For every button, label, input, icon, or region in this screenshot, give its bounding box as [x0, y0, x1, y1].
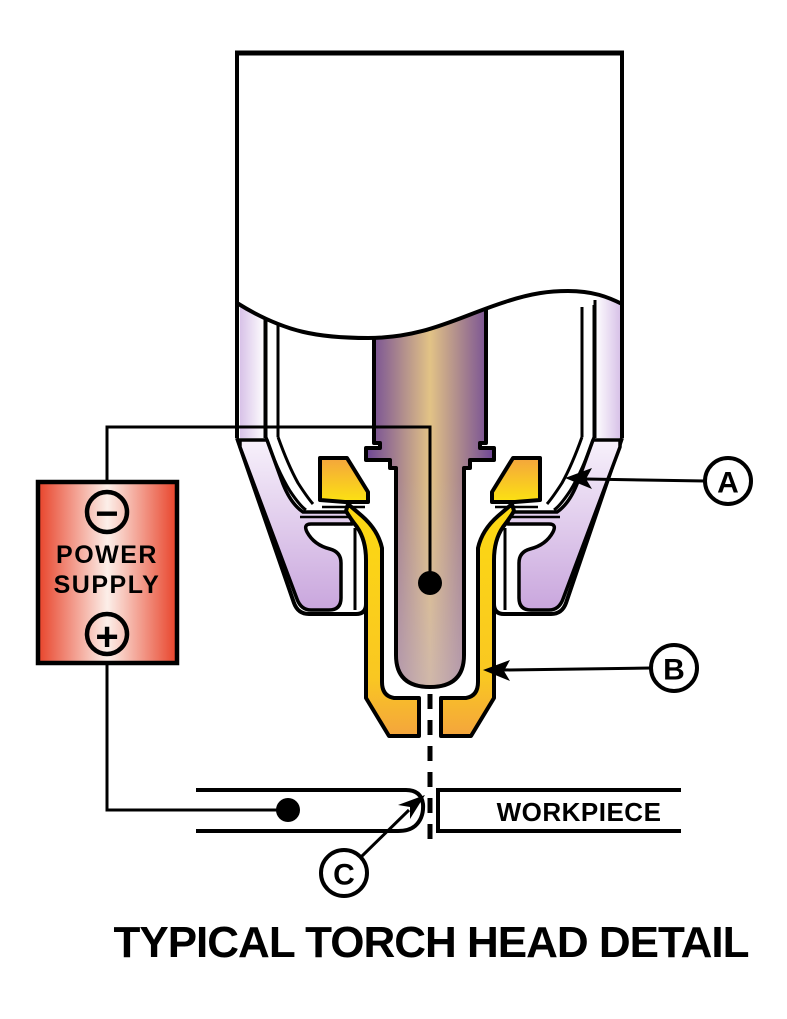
callout-a-label: A: [717, 467, 739, 500]
callout-c-circle: [319, 848, 369, 898]
retaining-cap: [238, 438, 622, 612]
callout-b-circle: [649, 643, 699, 693]
callout-c-leader-line: [359, 808, 411, 859]
wire-negative-to-electrode: [105, 425, 432, 575]
inner-shell-lines: [264, 436, 596, 610]
nozzle-flange-right: [490, 456, 542, 504]
power-supply-label-line2: SUPPLY: [54, 571, 161, 599]
nozzle-wall-right: [439, 502, 516, 738]
retaining-cap-right: [506, 438, 622, 612]
shield-strip-left: [240, 285, 265, 438]
workpiece-plate-left: [196, 788, 426, 833]
retaining-cap-lines: [264, 305, 596, 437]
callout-b-leader-line: [503, 666, 652, 672]
workpiece: WORKPIECE: [196, 788, 681, 833]
positive-terminal-icon: [84, 611, 130, 657]
callout-c-arrowhead-icon: [398, 795, 425, 819]
workpiece-label: WORKPIECE: [497, 797, 662, 827]
workpiece-connection-dot: [276, 798, 300, 822]
wire-positive-to-workpiece: [105, 663, 280, 812]
electrode-connection-dot: [418, 571, 442, 595]
callout-c: C: [319, 795, 425, 898]
callout-a-circle: [703, 456, 753, 506]
power-supply-label-line1: POWER: [56, 541, 158, 569]
workpiece-plate-right: [436, 788, 681, 833]
callout-a-arrowhead-icon: [565, 468, 592, 489]
nozzle-wall-left: [344, 502, 421, 738]
shield-strip-right: [595, 285, 620, 438]
break-line: [235, 288, 623, 341]
callout-c-label: C: [333, 859, 355, 892]
power-supply-box: [35, 479, 180, 666]
diagram-title: TYPICAL TORCH HEAD DETAIL: [113, 918, 748, 967]
negative-terminal-symbol: −: [95, 492, 118, 536]
callout-b: B: [483, 643, 699, 693]
power-supply: − + POWER SUPPLY: [35, 479, 180, 666]
positive-terminal-symbol: +: [95, 615, 118, 659]
callout-b-label: B: [663, 654, 685, 687]
callout-a-leader-line: [585, 477, 706, 483]
negative-terminal-icon: [84, 489, 130, 535]
callout-b-arrowhead-icon: [483, 660, 510, 681]
callout-a: A: [565, 456, 753, 506]
torch-body-upper: [237, 48, 622, 338]
circuit-wires: [105, 425, 442, 822]
nozzle-flange-left: [318, 456, 370, 504]
torch-body-outline: [235, 50, 624, 616]
nozzle: [318, 456, 542, 738]
retaining-cap-left: [238, 438, 354, 612]
